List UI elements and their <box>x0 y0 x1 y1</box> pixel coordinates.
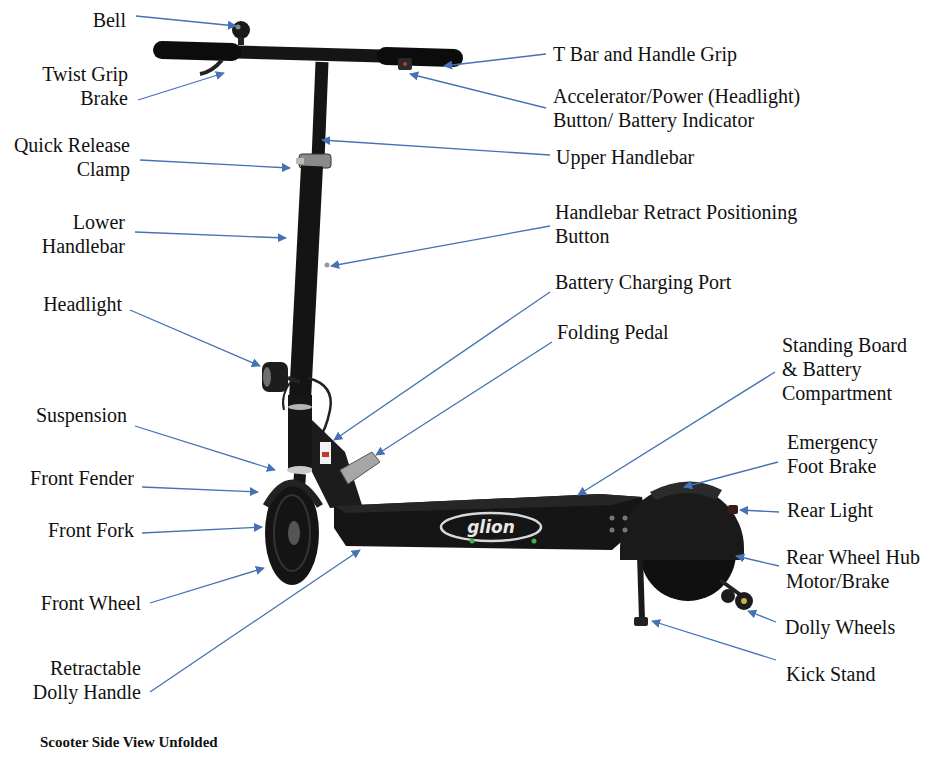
part-label: Retractable Dolly Handle <box>26 656 141 704</box>
part-label: Rear Light <box>787 498 873 522</box>
part-label: Front Fender <box>30 466 134 490</box>
part-label: Front Fork <box>48 518 134 542</box>
part-label: Lower Handlebar <box>25 210 125 258</box>
part-label: Standing Board & Battery Compartment <box>782 333 917 405</box>
part-label: Headlight <box>43 292 122 316</box>
part-label: Accelerator/Power (Headlight) Button/ Ba… <box>553 84 828 132</box>
part-label: Kick Stand <box>786 662 875 686</box>
caption: Scooter Side View Unfolded <box>40 733 218 751</box>
part-label: Battery Charging Port <box>555 270 731 294</box>
part-label: Emergency Foot Brake <box>787 430 897 478</box>
part-label: Dolly Wheels <box>785 615 895 639</box>
part-label: Twist Grip Brake <box>28 62 128 110</box>
part-label: Rear Wheel Hub Motor/Brake <box>786 545 928 593</box>
part-label: Handlebar Retract Positioning Button <box>555 200 820 248</box>
part-label: Bell <box>66 8 126 32</box>
logo-text: glion <box>467 517 515 537</box>
part-label: Upper Handlebar <box>556 145 694 169</box>
part-label: Quick Release Clamp <box>8 133 130 181</box>
part-label: T Bar and Handle Grip <box>553 42 737 66</box>
part-label: Suspension <box>36 403 127 427</box>
part-label: Front Wheel <box>41 591 141 615</box>
part-label: Folding Pedal <box>557 320 669 344</box>
